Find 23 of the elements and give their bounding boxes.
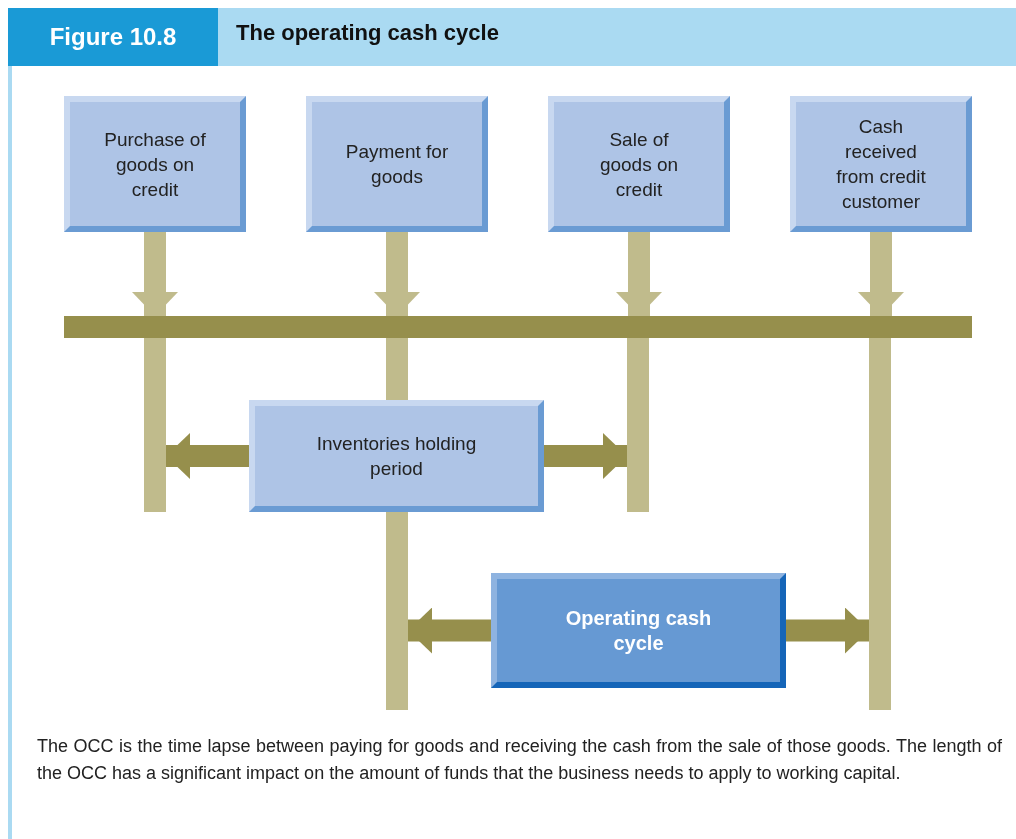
timeline-post: [386, 512, 408, 710]
process-box: Cash received from credit customer: [790, 96, 972, 232]
block-arrow: [858, 232, 904, 316]
block-arrow: [408, 607, 491, 654]
timeline-post: [869, 338, 891, 710]
figure-number: Figure 10.8: [8, 8, 218, 66]
process-box: Payment for goods: [306, 96, 488, 232]
caption: The OCC is the time lapse between paying for goods and receiving the cash from the sale of those goods. The length of the OCC has a significant impact on the amount of funds that the business needs to apply to working capital.: [37, 735, 1002, 785]
block-arrow: [374, 232, 420, 316]
process-box: Inventories holding period: [249, 400, 544, 512]
block-arrow: [132, 232, 178, 316]
timeline-post: [627, 338, 649, 512]
process-box: Sale of goods on credit: [548, 96, 730, 232]
process-box: Purchase of goods on credit: [64, 96, 246, 232]
block-arrow: [544, 433, 627, 479]
timeline-post: [386, 338, 408, 400]
block-arrow: [786, 607, 869, 654]
block-arrow: [616, 232, 662, 316]
timeline-post: [144, 338, 166, 512]
timeline-bar: [64, 316, 972, 338]
figure-title: The operating cash cycle: [236, 20, 499, 46]
block-arrow: [166, 433, 249, 479]
process-box: Operating cash cycle: [491, 573, 786, 688]
